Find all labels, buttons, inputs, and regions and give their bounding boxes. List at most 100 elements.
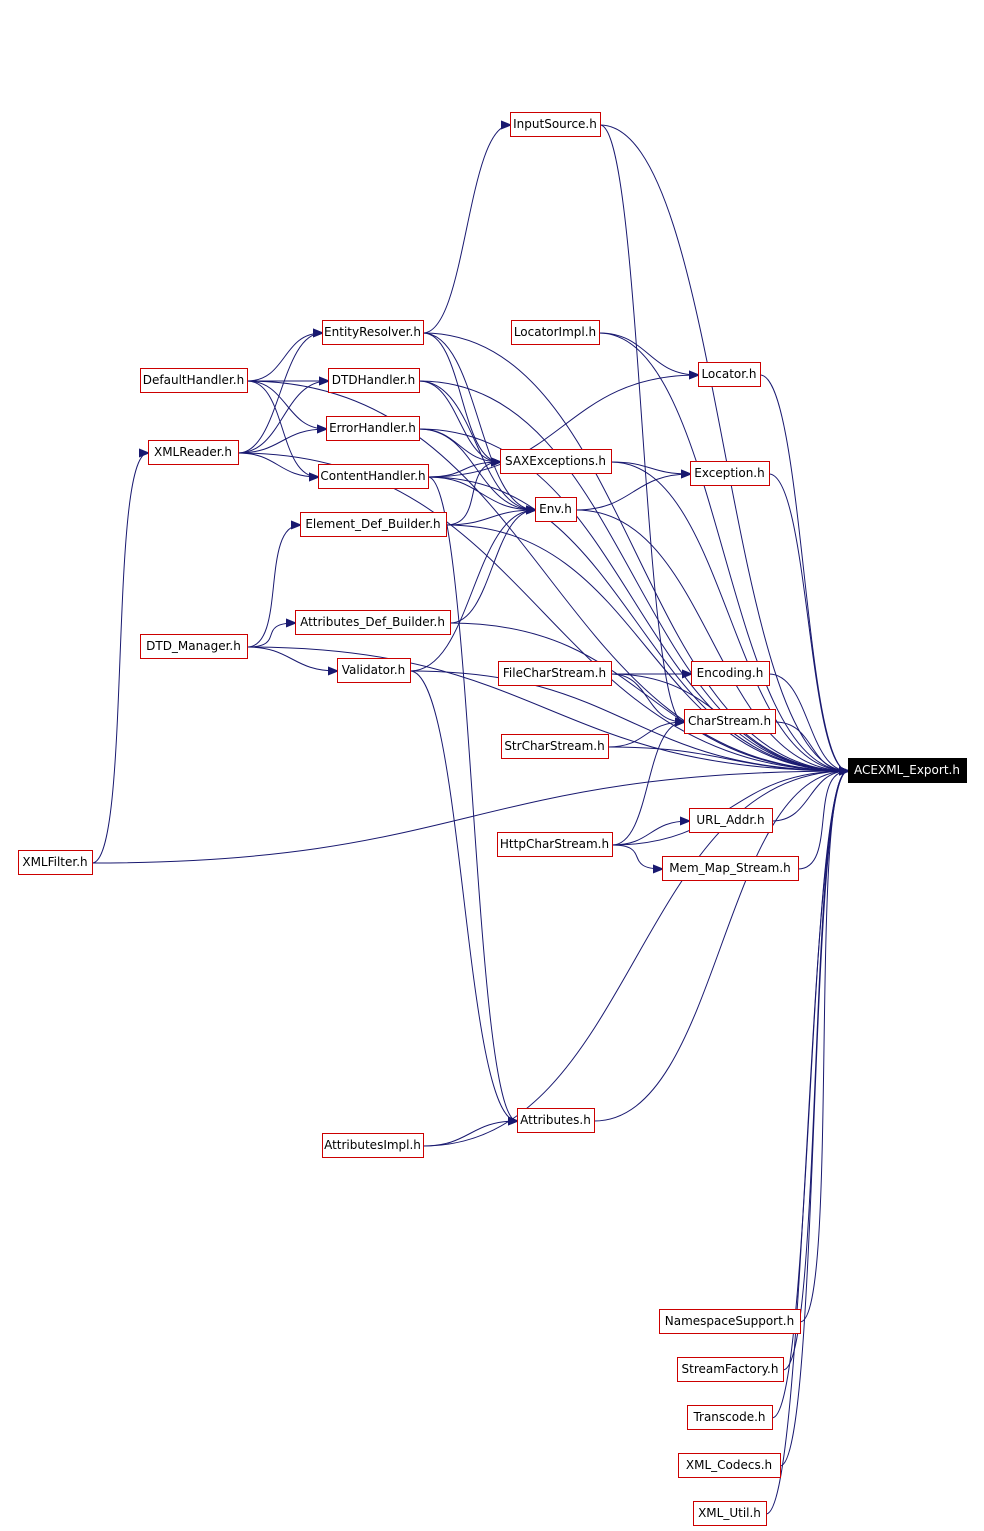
node-entityresolver[interactable]: EntityResolver.h [322, 320, 424, 345]
node-attributes[interactable]: Attributes.h [517, 1108, 595, 1133]
edge-dtdmanager-to-elementdefbuilder [246, 525, 300, 648]
node-label-xmlcodecs: XML_Codecs.h [686, 1458, 772, 1472]
node-box-charstream [684, 709, 776, 734]
node-label-exception: Exception.h [694, 466, 764, 480]
edge-elementdefbuilder-to-saxexceptions [445, 462, 500, 526]
node-charstream[interactable]: CharStream.h [684, 709, 776, 734]
node-box-acexmlexport [848, 758, 967, 783]
node-label-env: Env.h [539, 502, 572, 516]
node-box-transcode [687, 1405, 773, 1430]
edge-elementdefbuilder-to-acexmlexport [445, 524, 848, 771]
edge-inputsource-to-charstream [599, 124, 684, 722]
node-locator[interactable]: Locator.h [698, 362, 761, 387]
node-box-xmlcodecs [678, 1453, 781, 1478]
node-errorhandler[interactable]: ErrorHandler.h [326, 416, 420, 441]
edge-xmlfilter-to-acexmlexport [91, 771, 848, 864]
node-box-httpcharstream [497, 832, 613, 857]
node-label-elementdefbuilder: Element_Def_Builder.h [305, 517, 440, 531]
edge-validator-to-attributes [409, 670, 517, 1121]
node-dtdhandler[interactable]: DTDHandler.h [328, 368, 420, 393]
node-box-errorhandler [326, 416, 420, 441]
edge-dtdmanager-to-acexmlexport [246, 646, 848, 771]
node-defaulthandler[interactable]: DefaultHandler.h [140, 368, 248, 393]
node-locatorimpl[interactable]: LocatorImpl.h [511, 320, 600, 345]
edge-errorhandler-to-env [418, 428, 535, 510]
node-label-namespacesupport: NamespaceSupport.h [665, 1314, 794, 1328]
node-label-streamfactory: StreamFactory.h [682, 1362, 779, 1376]
node-box-locator [698, 362, 761, 387]
edge-contenthandler-to-env [427, 476, 535, 510]
node-xmlutil[interactable]: XML_Util.h [693, 1501, 767, 1526]
edge-dtdhandler-to-acexmlexport [418, 380, 848, 771]
node-attributesdefbuilder[interactable]: Attributes_Def_Builder.h [295, 610, 451, 635]
node-label-urladdr: URL_Addr.h [696, 813, 764, 827]
edge-defaulthandler-to-contenthandler [246, 380, 318, 477]
node-label-contenthandler: ContentHandler.h [320, 469, 425, 483]
edge-attributesdefbuilder-to-env [449, 510, 535, 624]
edge-xmlfilter-to-xmlreader [91, 453, 148, 864]
node-urladdr[interactable]: URL_Addr.h [689, 808, 773, 833]
node-label-locator: Locator.h [701, 367, 756, 381]
node-transcode[interactable]: Transcode.h [687, 1405, 773, 1430]
node-label-transcode: Transcode.h [692, 1410, 765, 1424]
node-label-encoding: Encoding.h [697, 666, 764, 680]
edge-attributes-to-acexmlexport [593, 771, 848, 1122]
edge-defaulthandler-to-entityresolver [246, 333, 322, 382]
node-xmlfilter[interactable]: XMLFilter.h [18, 850, 93, 875]
edge-dtdhandler-to-env [418, 380, 535, 510]
edge-contenthandler-to-attributes [427, 476, 517, 1121]
node-httpcharstream[interactable]: HttpCharStream.h [497, 832, 613, 857]
node-label-validator: Validator.h [342, 663, 406, 677]
node-encoding[interactable]: Encoding.h [691, 661, 770, 686]
node-inputsource[interactable]: InputSource.h [510, 112, 601, 137]
node-filecharstream[interactable]: FileCharStream.h [498, 661, 612, 686]
edge-entityresolver-to-env [422, 332, 535, 510]
node-xmlreader[interactable]: XMLReader.h [148, 440, 239, 465]
node-label-filecharstream: FileCharStream.h [503, 666, 606, 680]
edge-httpcharstream-to-charstream [611, 722, 684, 846]
node-label-dtdhandler: DTDHandler.h [332, 373, 415, 387]
node-saxexceptions[interactable]: SAXExceptions.h [500, 449, 612, 474]
node-box-dtdmanager [140, 634, 248, 659]
node-validator[interactable]: Validator.h [337, 658, 411, 683]
edge-elementdefbuilder-to-env [445, 510, 535, 526]
edge-httpcharstream-to-urladdr [611, 821, 689, 846]
node-streamfactory[interactable]: StreamFactory.h [677, 1357, 784, 1382]
node-attributesimpl[interactable]: AttributesImpl.h [322, 1133, 424, 1158]
edge-urladdr-to-acexmlexport [771, 771, 848, 822]
edge-xmlreader-to-entityresolver [237, 333, 322, 454]
edge-attributesdefbuilder-to-acexmlexport [449, 622, 848, 771]
node-xmlcodecs[interactable]: XML_Codecs.h [678, 1453, 781, 1478]
node-memmapstream[interactable]: Mem_Map_Stream.h [662, 856, 799, 881]
node-box-elementdefbuilder [300, 512, 447, 537]
node-namespacesupport[interactable]: NamespaceSupport.h [659, 1309, 801, 1334]
edge-contenthandler-to-acexmlexport [427, 476, 848, 771]
edge-attributesimpl-to-acexmlexport [422, 771, 848, 1147]
node-acexmlexport[interactable]: ACEXML_Export.h [848, 758, 967, 783]
node-label-inputsource: InputSource.h [513, 117, 597, 131]
edge-charstream-to-acexmlexport [774, 721, 848, 771]
node-box-xmlfilter [18, 850, 93, 875]
node-box-contenthandler [318, 464, 429, 489]
edge-saxexceptions-to-exception [610, 461, 690, 474]
node-label-acexmlexport: ACEXML_Export.h [854, 763, 960, 777]
node-elementdefbuilder[interactable]: Element_Def_Builder.h [300, 512, 447, 537]
node-env[interactable]: Env.h [535, 497, 577, 522]
edge-strcharstream-to-charstream [607, 722, 684, 748]
node-label-memmapstream: Mem_Map_Stream.h [669, 861, 791, 875]
node-exception[interactable]: Exception.h [690, 461, 770, 486]
edge-errorhandler-to-acexmlexport [418, 428, 848, 771]
node-label-entityresolver: EntityResolver.h [324, 325, 421, 339]
node-label-httpcharstream: HttpCharStream.h [500, 837, 609, 851]
edge-xmlutil-to-acexmlexport [765, 771, 848, 1515]
edge-validator-to-acexmlexport [409, 670, 848, 771]
node-label-attributesimpl: AttributesImpl.h [324, 1138, 421, 1152]
node-box-urladdr [689, 808, 773, 833]
node-dtdmanager[interactable]: DTD_Manager.h [140, 634, 248, 659]
node-box-xmlutil [693, 1501, 767, 1526]
edge-env-to-acexmlexport [575, 509, 848, 771]
node-contenthandler[interactable]: ContentHandler.h [318, 464, 429, 489]
node-strcharstream[interactable]: StrCharStream.h [501, 734, 609, 759]
edge-inputsource-to-acexmlexport [599, 124, 848, 771]
